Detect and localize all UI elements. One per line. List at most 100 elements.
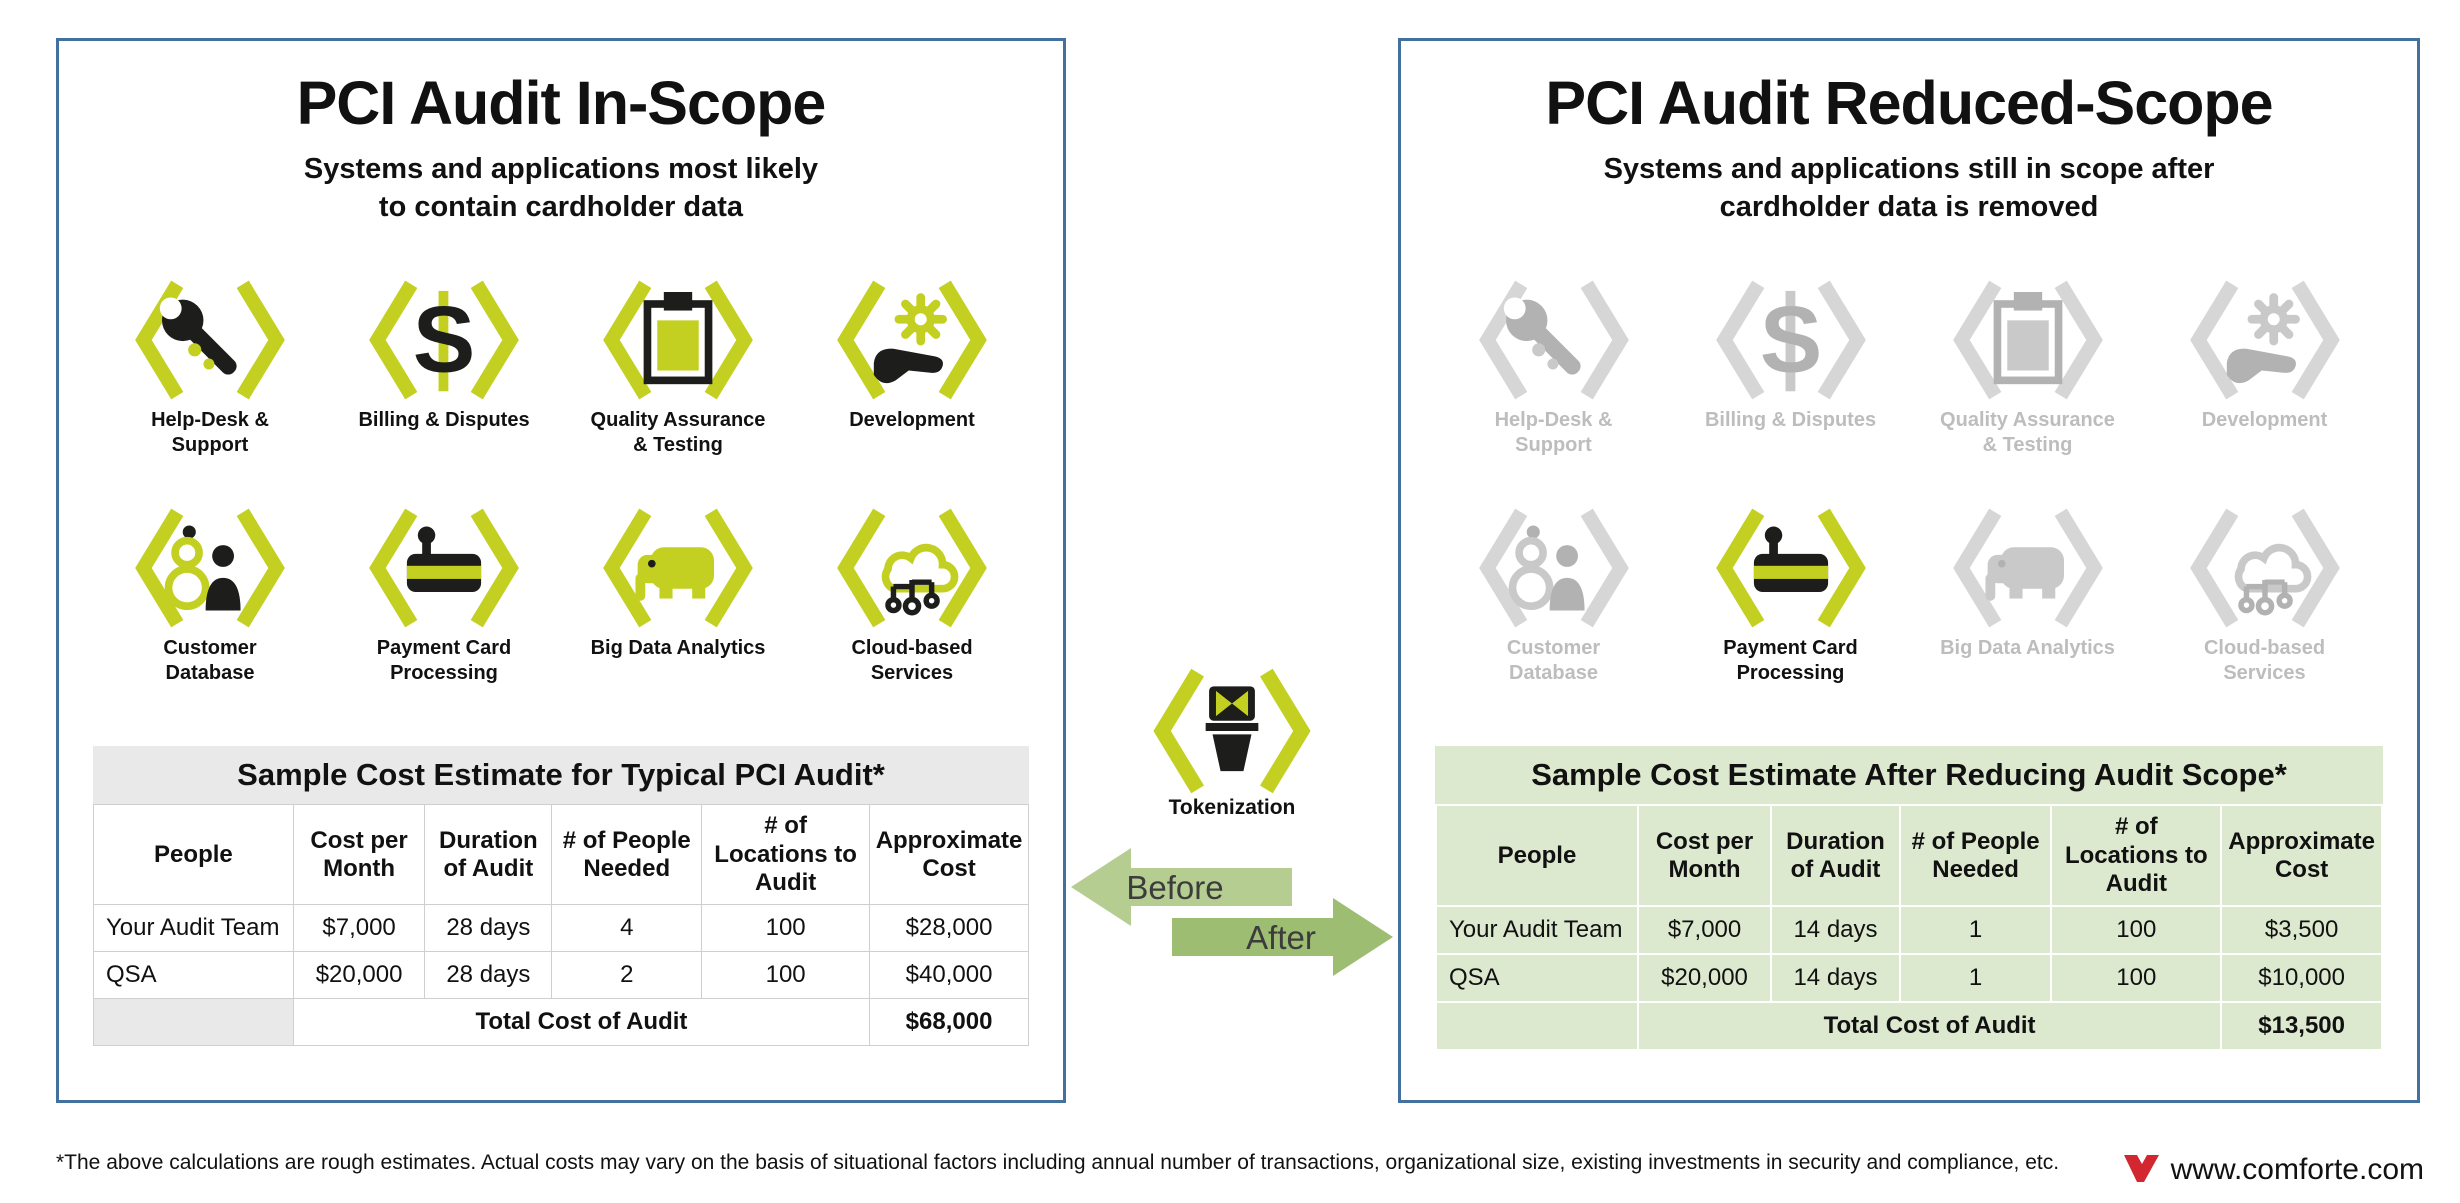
website-link[interactable]: www.comforte.com — [2170, 1153, 2424, 1186]
icon-cell-customer-database: Customer Database — [93, 508, 327, 686]
icon-label: Big Data Analytics — [1940, 637, 2115, 660]
table-cell: $7,000 — [292, 904, 426, 953]
after-arrow-shape — [1172, 898, 1393, 976]
table-cell: 1 — [1898, 905, 2053, 956]
table-cell: $20,000 — [292, 951, 426, 1000]
total-label: Total Cost of Audit — [1636, 1001, 2223, 1052]
icon-cell-big-data-analytics: Big Data Analytics — [1909, 508, 2146, 686]
icon-cell-billing-disputes: S Billing & Disputes — [1672, 280, 1909, 458]
icon-label: Payment Card Processing — [1723, 637, 1858, 685]
table-header-cell: Duration of Audit — [1770, 804, 1901, 908]
icon-label: Billing & Disputes — [358, 409, 530, 432]
svg-text:S: S — [413, 287, 476, 392]
middle-column: Tokenization Before After — [1066, 38, 1398, 982]
icon-cell-quality-assurance-testing: Quality Assurance & Testing — [1909, 280, 2146, 458]
table-cell: 4 — [551, 904, 703, 953]
icon-cell-development: Development — [2146, 280, 2383, 458]
left-table-title: Sample Cost Estimate for Typical PCI Aud… — [93, 746, 1029, 805]
icon-label: Development — [2201, 409, 2328, 432]
table-cell: $28,000 — [869, 904, 1029, 953]
right-panel-subtitle: Systems and applications still in scope … — [1603, 153, 2215, 223]
table-header-cell: Cost per Month — [1636, 804, 1773, 908]
main-row: PCI Audit In-Scope Systems and applicati… — [56, 38, 2420, 1103]
right-cost-table: Sample Cost Estimate After Reducing Audi… — [1435, 746, 2383, 1052]
clipboard-icon — [596, 280, 760, 400]
elephant-icon — [596, 508, 760, 628]
right-panel-title: PCI Audit Reduced-Scope — [1545, 69, 2273, 137]
cloud-icon — [830, 508, 994, 628]
table-cell — [93, 998, 294, 1047]
table-header-cell: # of Locations to Audit — [2050, 804, 2223, 908]
table-cell: Your Audit Team — [1435, 905, 1639, 956]
table-cell: 100 — [701, 951, 871, 1000]
icon-label: Quality Assurance & Testing — [1940, 409, 2115, 457]
before-after-arrow: Before After — [1067, 842, 1397, 982]
table-cell: 14 days — [1770, 905, 1901, 956]
icon-label: Customer Database — [163, 637, 257, 685]
table-header-cell: Duration of Audit — [424, 804, 553, 906]
table-cell: $7,000 — [1636, 905, 1773, 956]
icon-cell-payment-card-processing: Payment Card Processing — [1672, 508, 1909, 686]
table-cell: 100 — [2050, 953, 2223, 1004]
tokenization-block: Tokenization — [1146, 668, 1318, 820]
comforte-logo-icon — [2121, 1153, 2161, 1187]
people-icon — [1472, 508, 1636, 628]
icon-label: Help-Desk & Support — [151, 409, 269, 457]
pci-audit-infographic: PCI Audit In-Scope Systems and applicati… — [56, 38, 2424, 1186]
total-label: Total Cost of Audit — [292, 998, 871, 1047]
icon-cell-cloud-based-services: Cloud-based Services — [795, 508, 1029, 686]
left-panel: PCI Audit In-Scope Systems and applicati… — [56, 38, 1066, 1103]
table-header-cell: Approximate Cost — [869, 804, 1029, 906]
dollar-icon: S — [362, 280, 526, 400]
left-panel-title: PCI Audit In-Scope — [296, 69, 827, 137]
gear-hand-icon — [830, 280, 994, 400]
table-cell: $3,500 — [2220, 905, 2383, 956]
wrench-icon — [1472, 280, 1636, 400]
table-total-row: Total Cost of Audit $68,000 — [93, 998, 1029, 1047]
table-cell: $10,000 — [2220, 953, 2383, 1004]
total-value: $13,500 — [2220, 1001, 2383, 1052]
gear-hand-icon — [2183, 280, 2347, 400]
left-cost-table: Sample Cost Estimate for Typical PCI Aud… — [93, 746, 1029, 1047]
icon-cell-cloud-based-services: Cloud-based Services — [2146, 508, 2383, 686]
table-header-cell: # of Locations to Audit — [701, 804, 871, 906]
icon-label: Big Data Analytics — [590, 637, 766, 660]
table-cell: 100 — [701, 904, 871, 953]
table-cell: 14 days — [1770, 953, 1901, 1004]
before-label: Before — [1126, 869, 1223, 906]
payment-card-icon — [362, 508, 526, 628]
left-panel-subtitle: Systems and applications most likely to … — [303, 153, 819, 223]
table-cell: QSA — [93, 951, 294, 1000]
table-total-row: Total Cost of Audit $13,500 — [1435, 1001, 2383, 1052]
table-cell: 28 days — [424, 951, 553, 1000]
after-label: After — [1246, 919, 1316, 956]
icon-cell-development: Development — [795, 280, 1029, 458]
table-cell: 1 — [1898, 953, 2053, 1004]
cloud-icon — [2183, 508, 2347, 628]
payment-card-icon — [1709, 508, 1873, 628]
icon-label: Customer Database — [1506, 637, 1601, 685]
icon-label: Billing & Disputes — [1704, 409, 1877, 432]
table-header-cell: Approximate Cost — [2220, 804, 2383, 908]
icon-cell-customer-database: Customer Database — [1435, 508, 1672, 686]
svg-text:S: S — [1759, 287, 1822, 392]
brand: www.comforte.com — [2121, 1153, 2424, 1187]
table-cell: QSA — [1435, 953, 1639, 1004]
right-table-title: Sample Cost Estimate After Reducing Audi… — [1435, 746, 2383, 805]
table-header-cell: # of People Needed — [551, 804, 703, 906]
right-panel: PCI Audit Reduced-Scope Systems and appl… — [1398, 38, 2420, 1103]
footnote: *The above calculations are rough estima… — [56, 1151, 2060, 1174]
people-icon — [128, 508, 292, 628]
icon-label: Payment Card Processing — [376, 637, 512, 685]
table-header-cell: # of People Needed — [1898, 804, 2053, 908]
icon-cell-help-desk-support: Help-Desk & Support — [1435, 280, 1672, 458]
icon-cell-quality-assurance-testing: Quality Assurance & Testing — [561, 280, 795, 458]
